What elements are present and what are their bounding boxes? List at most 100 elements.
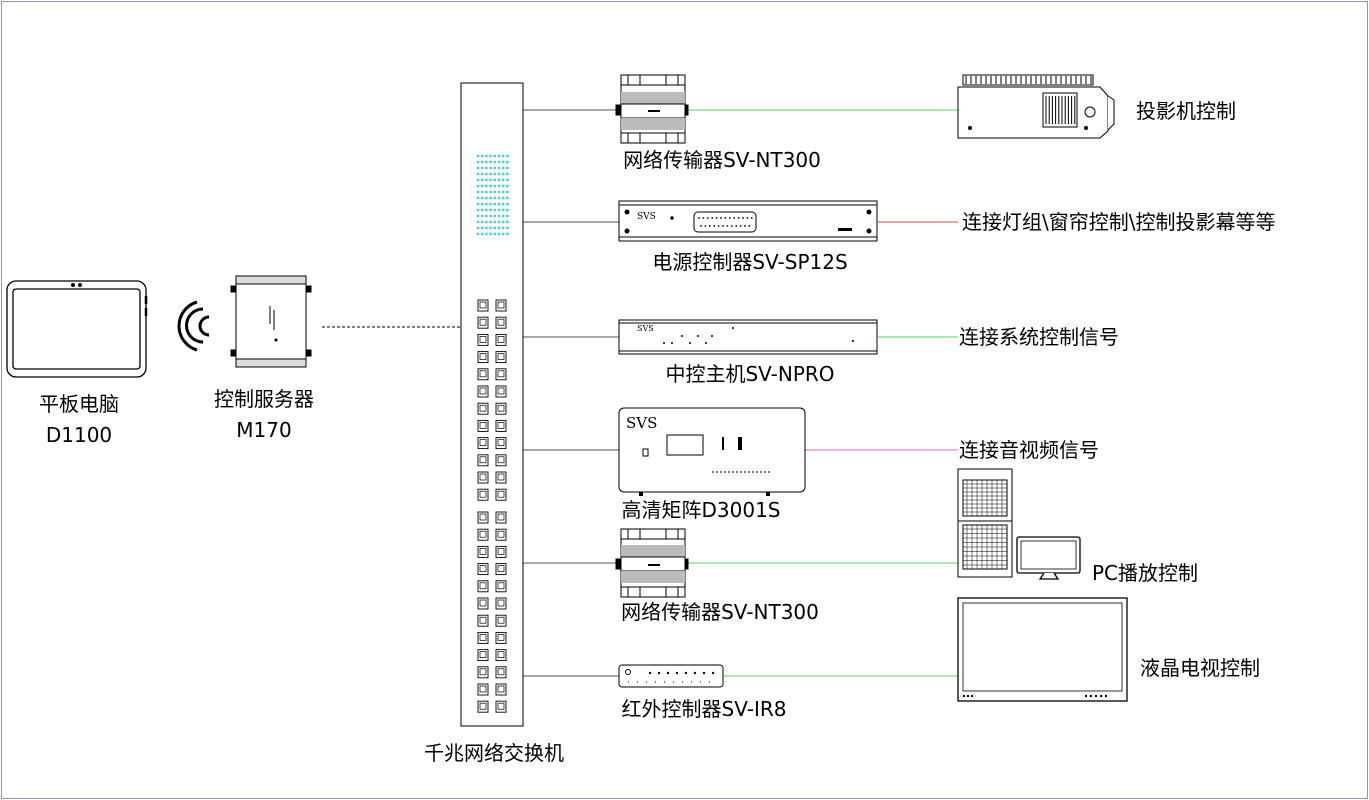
switch-led xyxy=(501,172,505,176)
switch-port xyxy=(477,368,489,381)
switch-led xyxy=(476,172,480,176)
switch-led xyxy=(476,178,480,182)
switch-led xyxy=(480,178,484,182)
switch-led xyxy=(497,178,501,182)
switch-led xyxy=(506,166,509,170)
switch-led xyxy=(506,184,509,188)
switch-led xyxy=(485,232,488,236)
pc-tower-icon xyxy=(957,468,1013,578)
switch-port xyxy=(495,471,507,484)
switch-led xyxy=(480,190,484,194)
switch-port xyxy=(477,316,489,329)
switch-port xyxy=(477,545,489,558)
switch-led xyxy=(506,214,509,218)
pc-target-label: PC播放控制 xyxy=(1092,561,1199,585)
connections xyxy=(322,109,958,677)
switch-port xyxy=(477,419,489,432)
switch-led xyxy=(501,196,505,200)
matrix-icon: SVS xyxy=(618,407,806,496)
switch-port xyxy=(477,385,489,398)
switch-led xyxy=(485,190,488,194)
switch-led xyxy=(485,172,488,176)
lights-target-label: 连接灯组\窗帘控制\控制投影幕等等 xyxy=(962,210,1276,234)
switch-led xyxy=(493,184,497,188)
switch-led xyxy=(476,220,480,224)
switch-led xyxy=(506,160,509,164)
switch-led xyxy=(501,184,505,188)
switch-port xyxy=(495,316,507,329)
switch-led xyxy=(506,220,509,224)
switch-port xyxy=(477,563,489,576)
switch-led xyxy=(493,166,497,170)
server-name-label: 控制服务器 xyxy=(214,387,314,411)
switch-led xyxy=(497,214,501,218)
switch-port xyxy=(477,351,489,364)
switch-led xyxy=(489,160,492,164)
switch-led xyxy=(489,220,492,224)
lcd-tv-icon xyxy=(957,597,1128,702)
switch-led xyxy=(493,172,497,176)
switch-port xyxy=(495,580,507,593)
nt300-bottom-icon xyxy=(615,528,689,598)
switch-port xyxy=(495,299,507,312)
switch-led xyxy=(506,178,509,182)
switch-led xyxy=(493,220,497,224)
switch-port xyxy=(495,683,507,696)
gigabit-switch-body xyxy=(460,82,524,727)
switch-led xyxy=(493,160,497,164)
switch-led xyxy=(497,154,501,158)
nt300-top-label: 网络传输器SV-NT300 xyxy=(623,148,821,172)
switch-led xyxy=(485,160,488,164)
switch-port xyxy=(495,614,507,627)
switch-led xyxy=(480,184,484,188)
system-target-label: 连接系统控制信号 xyxy=(959,325,1119,349)
switch-port xyxy=(477,333,489,346)
switch-led xyxy=(489,172,492,176)
switch-port xyxy=(495,649,507,662)
switch-led xyxy=(506,154,509,158)
switch-led xyxy=(489,232,492,236)
switch-led xyxy=(497,172,501,176)
switch-led xyxy=(489,166,492,170)
switch-led xyxy=(497,196,501,200)
switch-led xyxy=(497,226,501,230)
switch-led xyxy=(506,172,509,176)
switch-port xyxy=(495,545,507,558)
npro-icon: SVS xyxy=(618,319,878,355)
switch-led xyxy=(489,178,492,182)
switch-port xyxy=(477,580,489,593)
switch-led xyxy=(501,226,505,230)
sp12s-label: 电源控制器SV-SP12S xyxy=(652,250,848,274)
switch-led xyxy=(497,166,501,170)
switch-led xyxy=(489,208,492,212)
switch-led-array xyxy=(476,154,509,236)
switch-name-label: 千兆网络交换机 xyxy=(424,741,564,765)
switch-port xyxy=(477,614,489,627)
switch-led xyxy=(497,190,501,194)
switch-led xyxy=(501,214,505,218)
switch-port xyxy=(477,299,489,312)
switch-led xyxy=(476,184,480,188)
switch-led xyxy=(480,220,484,224)
switch-led xyxy=(480,154,484,158)
ir8-icon xyxy=(618,664,724,688)
switch-led xyxy=(493,232,497,236)
switch-led xyxy=(480,166,484,170)
switch-port xyxy=(495,419,507,432)
switch-led xyxy=(493,214,497,218)
switch-port xyxy=(495,351,507,364)
switch-led xyxy=(493,202,497,206)
switch-led xyxy=(485,166,488,170)
switch-port xyxy=(477,666,489,679)
switch-port xyxy=(477,511,489,524)
switch-led xyxy=(476,190,480,194)
switch-led xyxy=(476,154,480,158)
switch-port xyxy=(477,597,489,610)
switch-led xyxy=(506,226,509,230)
switch-port xyxy=(477,402,489,415)
switch-led xyxy=(501,166,505,170)
switch-port xyxy=(477,631,489,644)
switch-led xyxy=(497,184,501,188)
switch-led xyxy=(497,202,501,206)
switch-led xyxy=(480,208,484,212)
